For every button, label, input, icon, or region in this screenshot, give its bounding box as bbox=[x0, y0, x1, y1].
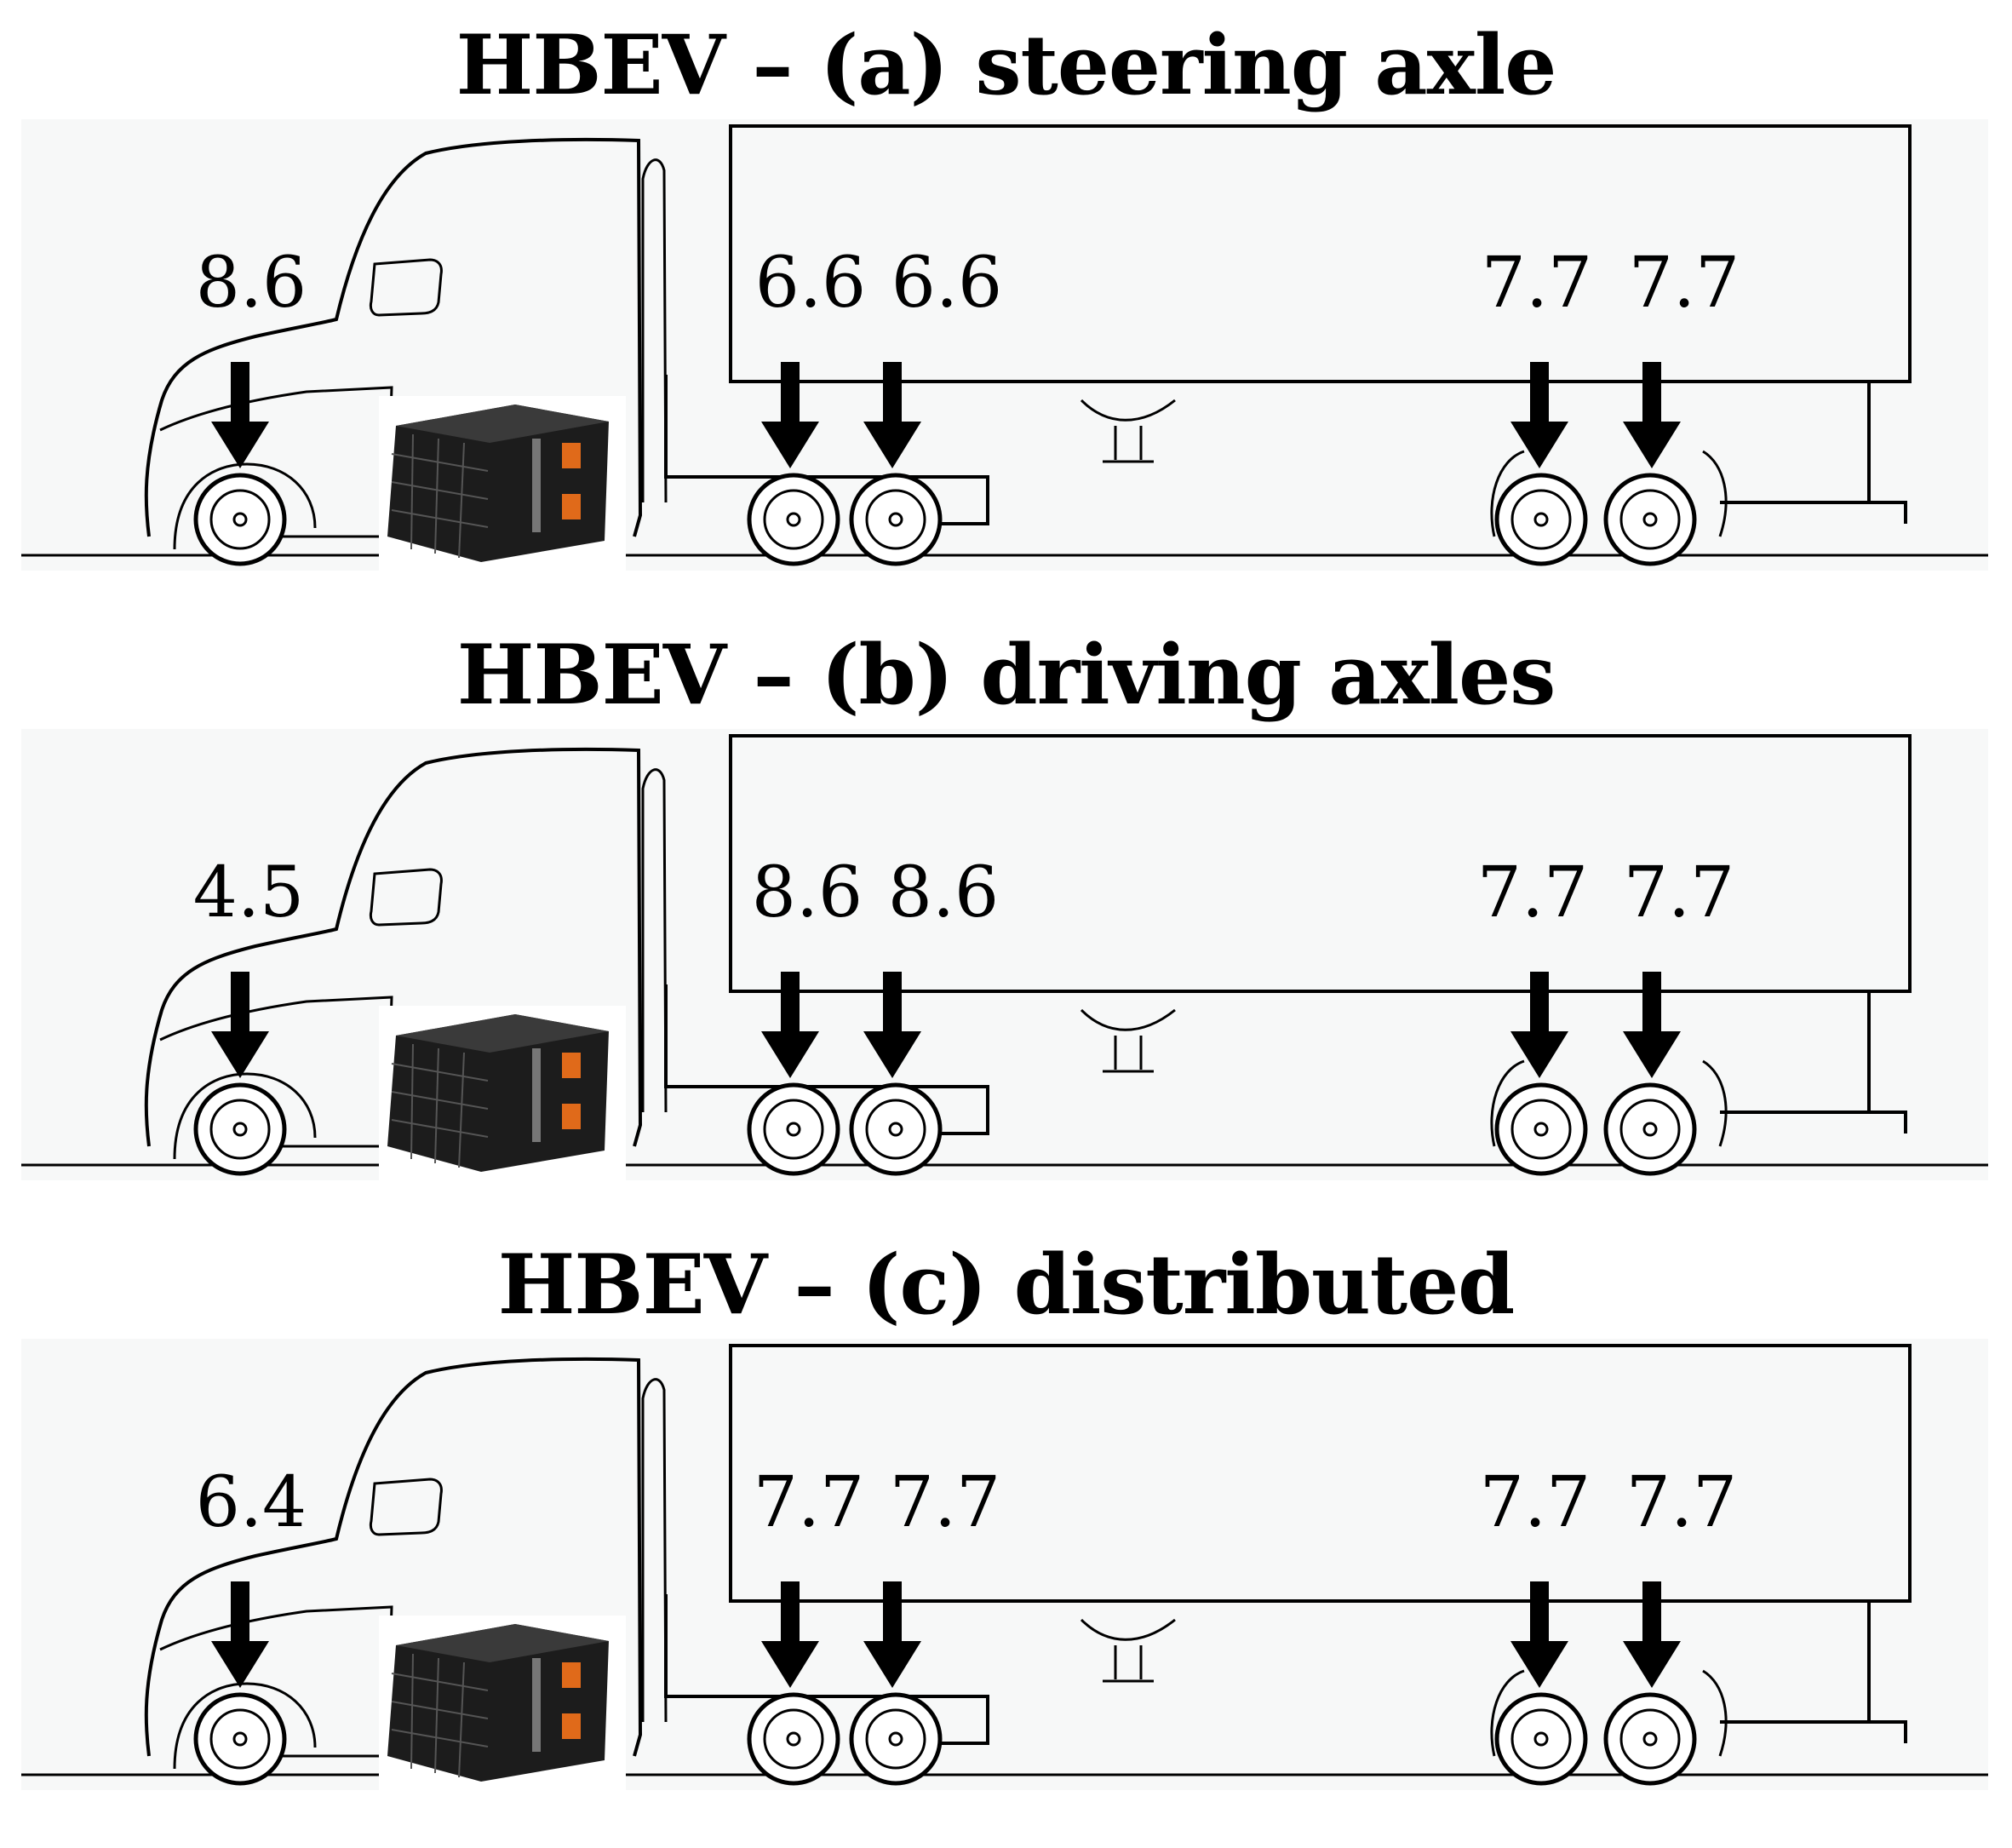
trailer-wheel-1 bbox=[1494, 1082, 1588, 1176]
down-arrow-icon bbox=[211, 362, 269, 468]
exhaust-stack bbox=[641, 158, 668, 503]
trailer-box bbox=[729, 734, 1912, 993]
steer-axle-load: 6.4 bbox=[196, 1462, 307, 1543]
tractor-trailer-icon: 6.4 7.7 7.7 7.7 7.7 bbox=[21, 1339, 1988, 1790]
panel-distributed: HBEV – (c) distributed 6.4 7.7 7.7 7.7 7… bbox=[0, 1220, 2012, 1816]
steer-axle-load: 4.5 bbox=[193, 852, 304, 933]
steer-axle-load: 8.6 bbox=[196, 243, 307, 324]
tractor-frame bbox=[664, 375, 989, 525]
panel-title: HBEV – (a) steering axle bbox=[456, 17, 1557, 113]
drive-wheel-1 bbox=[747, 1692, 840, 1786]
battery-pack-icon bbox=[379, 1616, 626, 1790]
trailer-rear-post bbox=[1867, 382, 1907, 524]
tractor-frame bbox=[664, 1594, 989, 1745]
cab-outline bbox=[144, 747, 643, 1147]
down-arrow-icon bbox=[761, 362, 819, 468]
down-arrow-icon bbox=[761, 972, 819, 1078]
front-wheel bbox=[193, 1692, 287, 1786]
drive-wheel-2 bbox=[849, 1692, 943, 1786]
landing-gear bbox=[1080, 399, 1176, 463]
trailer-box bbox=[729, 124, 1912, 383]
front-wheel bbox=[193, 473, 287, 566]
drive-wheel-1 bbox=[747, 1082, 840, 1176]
trailer-axle-1-load: 7.7 bbox=[1477, 852, 1588, 933]
battery-pack-icon bbox=[379, 396, 626, 571]
down-arrow-icon bbox=[211, 1581, 269, 1688]
trailer-box bbox=[729, 1344, 1912, 1603]
down-arrow-icon bbox=[1510, 362, 1568, 468]
exhaust-stack bbox=[641, 768, 668, 1113]
drive-axle-2-load: 7.7 bbox=[890, 1462, 1000, 1543]
trailer-axle-1-load: 7.7 bbox=[1482, 243, 1592, 324]
drive-axle-2-load: 6.6 bbox=[891, 243, 1002, 324]
panel-steering-axle: HBEV – (a) steering axle 8.6 6.6 6.6 7.7… bbox=[0, 0, 2012, 596]
down-arrow-icon bbox=[1510, 1581, 1568, 1688]
trailer-axle-2-load: 7.7 bbox=[1624, 852, 1734, 933]
trailer-arches bbox=[1490, 1669, 1728, 1757]
tractor-trailer-icon: 4.5 8.6 8.6 7.7 7.7 bbox=[21, 729, 1988, 1180]
down-arrow-icon bbox=[761, 1581, 819, 1688]
front-arch bbox=[173, 462, 317, 550]
truck-scene: 6.4 7.7 7.7 7.7 7.7 bbox=[0, 1339, 2012, 1816]
down-arrow-icon bbox=[1510, 972, 1568, 1078]
landing-gear bbox=[1080, 1618, 1176, 1683]
down-arrow-icon bbox=[1623, 362, 1681, 468]
drive-wheel-2 bbox=[849, 1082, 943, 1176]
trailer-wheel-1 bbox=[1494, 1692, 1588, 1786]
trailer-axle-1-load: 7.7 bbox=[1480, 1462, 1591, 1543]
truck-outline bbox=[21, 124, 1988, 566]
mirror bbox=[369, 258, 443, 317]
landing-gear bbox=[1080, 1008, 1176, 1073]
trailer-wheel-1 bbox=[1494, 473, 1588, 566]
panel-driving-axles: HBEV – (b) driving axles 4.5 8.6 8.6 7.7… bbox=[0, 610, 2012, 1206]
truck-scene: 4.5 8.6 8.6 7.7 7.7 bbox=[0, 729, 2012, 1206]
trailer-rear-post bbox=[1867, 1601, 1907, 1743]
trailer-wheel-2 bbox=[1603, 473, 1697, 566]
cab-outline bbox=[144, 1357, 643, 1757]
tractor-frame bbox=[664, 984, 989, 1135]
down-arrow-icon bbox=[211, 972, 269, 1078]
down-arrow-icon bbox=[863, 972, 921, 1078]
trailer-wheel-2 bbox=[1603, 1082, 1697, 1176]
panel-title: HBEV – (c) distributed bbox=[497, 1237, 1516, 1333]
exhaust-stack bbox=[641, 1378, 668, 1723]
down-arrow-icon bbox=[1623, 1581, 1681, 1688]
trailer-arches bbox=[1490, 450, 1728, 537]
truck-outline bbox=[21, 1344, 1988, 1786]
trailer-axle-2-load: 7.7 bbox=[1626, 1462, 1737, 1543]
front-arch bbox=[173, 1072, 317, 1160]
battery-pack-icon bbox=[379, 1006, 626, 1180]
trailer-arches bbox=[1490, 1059, 1728, 1147]
mirror bbox=[369, 1478, 443, 1536]
down-arrow-icon bbox=[1623, 972, 1681, 1078]
front-arch bbox=[173, 1682, 317, 1770]
mirror bbox=[369, 868, 443, 927]
down-arrow-icon bbox=[863, 1581, 921, 1688]
drive-axle-2-load: 8.6 bbox=[888, 852, 999, 933]
front-wheel bbox=[193, 1082, 287, 1176]
drive-wheel-2 bbox=[849, 473, 943, 566]
trailer-axle-2-load: 7.7 bbox=[1629, 243, 1740, 324]
truck-scene: 8.6 6.6 6.6 7.7 7.7 bbox=[0, 119, 2012, 596]
trailer-rear-post bbox=[1867, 991, 1907, 1133]
panel-title: HBEV – (b) driving axles bbox=[456, 627, 1556, 723]
drive-axle-1-load: 8.6 bbox=[752, 852, 863, 933]
down-arrow-icon bbox=[863, 362, 921, 468]
drive-axle-1-load: 7.7 bbox=[754, 1462, 864, 1543]
tractor-trailer-icon: 8.6 6.6 6.6 7.7 7.7 bbox=[21, 119, 1988, 571]
trailer-wheel-2 bbox=[1603, 1692, 1697, 1786]
drive-wheel-1 bbox=[747, 473, 840, 566]
drive-axle-1-load: 6.6 bbox=[755, 243, 866, 324]
truck-outline bbox=[21, 734, 1988, 1176]
cab-outline bbox=[144, 137, 643, 537]
